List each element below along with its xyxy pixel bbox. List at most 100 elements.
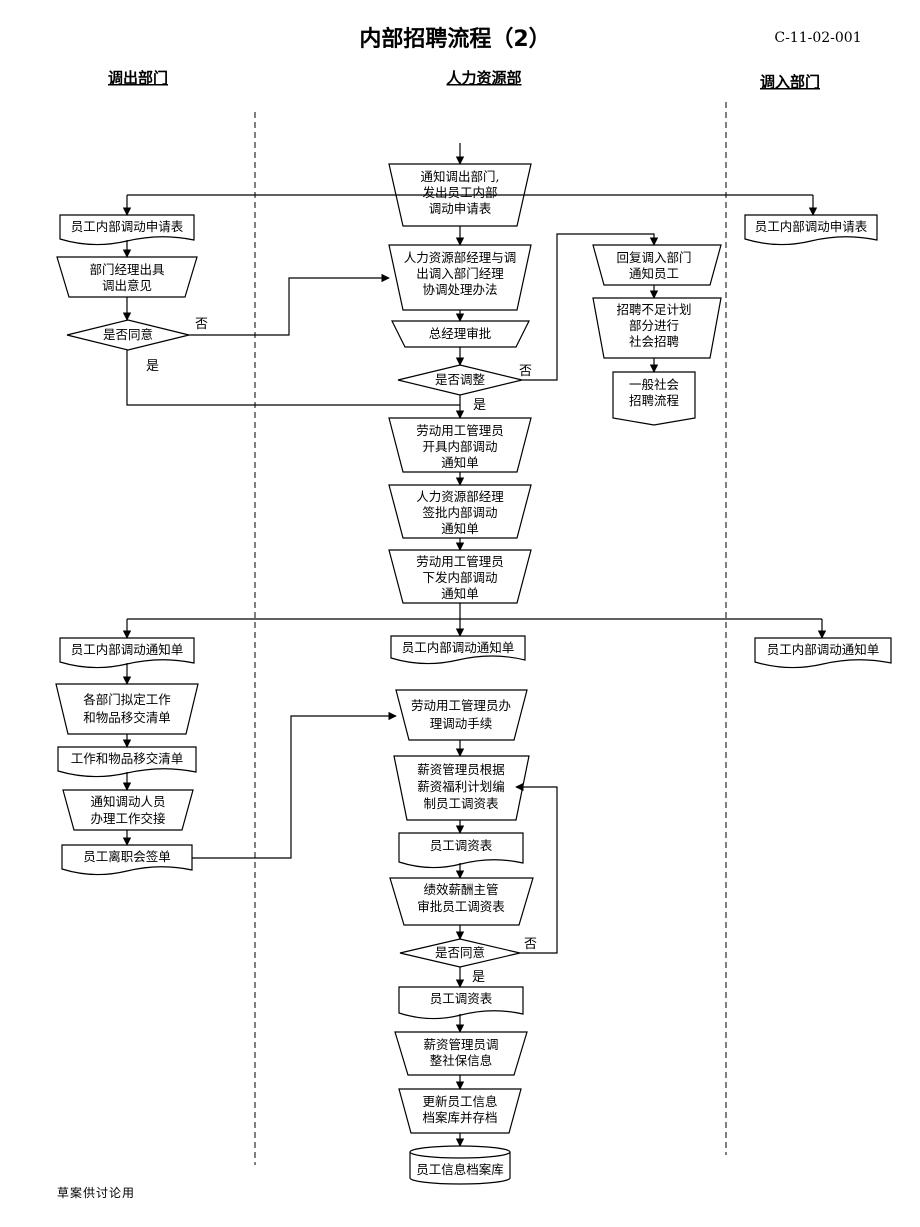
node-salary-plan: 薪资管理员根据薪资福利计划编制员工调资表 xyxy=(417,762,505,811)
label-adjust-yes: 是 xyxy=(473,398,486,413)
node-text-line: 办理工作交接 xyxy=(90,811,166,826)
node-text-line: 人力资源部经理 xyxy=(416,489,504,504)
node-decision-adjust: 是否调整 xyxy=(435,372,486,387)
node-text-line: 薪资福利计划编 xyxy=(417,779,505,794)
node-text-line: 各部门拟定工作 xyxy=(83,692,171,707)
node-text-line: 工作和物品移交清单 xyxy=(71,751,184,766)
node-text-line: 员工调资表 xyxy=(430,991,493,1006)
node-decision-agree-1: 是否同意 xyxy=(103,327,153,342)
node-notify-staff: 通知调动人员办理工作交接 xyxy=(90,794,166,826)
node-shortage: 招聘不足计划部分进行社会招聘 xyxy=(616,302,691,349)
document-code: C-11-02-001 xyxy=(774,30,861,46)
lane-header-out: 调出部门 xyxy=(108,69,168,87)
shape-offpage-social xyxy=(612,371,696,426)
node-text-line: 薪资管理员调 xyxy=(423,1037,498,1052)
shape-resign xyxy=(61,844,193,876)
node-reply: 回复调入部门通知员工 xyxy=(616,250,691,281)
connectors-group xyxy=(122,143,827,1147)
node-text-line: 通知单 xyxy=(441,586,479,601)
node-procedure: 劳动用工管理员办理调动手续 xyxy=(411,698,511,731)
node-notice-out: 员工内部调动通知单 xyxy=(71,642,184,657)
shape-database xyxy=(409,1145,511,1185)
node-text-line: 部分进行 xyxy=(629,318,679,333)
node-form-out: 员工内部调动申请表 xyxy=(71,219,184,234)
shape-handover-plan xyxy=(55,683,199,735)
node-coord: 人力资源部经理与调出调入部门经理协调处理办法 xyxy=(404,250,517,297)
node-database: 员工信息档案库 xyxy=(416,1162,504,1177)
node-notice-hr: 员工内部调动通知单 xyxy=(402,640,515,655)
node-text-line: 员工离职会签单 xyxy=(83,849,171,864)
node-text-line: 通知调出部门, xyxy=(421,169,500,184)
node-text-line: 招聘不足计划 xyxy=(616,302,691,317)
shape-salary-table-1 xyxy=(398,832,524,869)
node-text-line: 员工调资表 xyxy=(430,838,493,853)
node-text-line: 部门经理出具 xyxy=(89,262,165,277)
lane-header-in: 调入部门 xyxy=(760,73,820,91)
shape-opinion xyxy=(56,256,198,298)
node-text-line: 出调入部门经理 xyxy=(416,266,504,281)
shape-labor-distribute xyxy=(388,549,532,604)
label-adjust-no: 否 xyxy=(519,364,532,379)
node-text-line: 员工内部调动申请表 xyxy=(755,219,868,234)
shape-salary-plan xyxy=(393,755,530,821)
label-agree1-no: 否 xyxy=(195,317,208,332)
node-text-line: 和物品移交清单 xyxy=(83,710,171,725)
node-text-line: 下发内部调动 xyxy=(422,570,497,585)
node-text-line: 员工信息档案库 xyxy=(416,1162,504,1177)
shape-reply xyxy=(592,244,722,286)
shape-perf-review xyxy=(389,877,534,926)
node-decision-agree-2: 是否同意 xyxy=(435,945,485,960)
node-perf-review: 绩效薪酬主管审批员工调资表 xyxy=(417,882,505,914)
shapes-group xyxy=(55,163,892,1134)
node-text-line: 是否同意 xyxy=(435,945,485,960)
node-text-line: 薪资管理员根据 xyxy=(417,762,505,777)
node-text-line: 整社保信息 xyxy=(430,1053,493,1068)
shape-social-insurance xyxy=(394,1031,528,1076)
node-text-line: 回复调入部门 xyxy=(616,250,691,265)
shape-procedure xyxy=(395,689,528,741)
node-text-line: 制员工调资表 xyxy=(423,796,499,811)
node-text-line: 是否同意 xyxy=(103,327,153,342)
node-social-insurance: 薪资管理员调整社保信息 xyxy=(423,1037,498,1068)
node-salary-table-2: 员工调资表 xyxy=(430,991,493,1006)
shape-notify-staff xyxy=(62,789,194,831)
node-text-line: 人力资源部经理与调 xyxy=(404,250,517,265)
label-agree2-no: 否 xyxy=(524,937,537,952)
shape-hr-sign xyxy=(388,484,532,539)
node-text-line: 招聘流程 xyxy=(629,393,680,408)
node-text-line: 开具内部调动 xyxy=(422,439,497,454)
node-text-line: 劳动用工管理员 xyxy=(416,423,504,438)
footer-note: 草案供讨论用 xyxy=(57,1185,135,1200)
node-salary-table-1: 员工调资表 xyxy=(430,838,493,853)
node-text-line: 档案库并存档 xyxy=(422,1110,497,1125)
node-offpage-social: 一般社会招聘流程 xyxy=(629,377,680,408)
node-text-line: 通知调动人员 xyxy=(90,794,165,809)
shape-shortage xyxy=(592,297,722,359)
node-text-line: 协调处理办法 xyxy=(422,282,497,297)
node-text-line: 调出意见 xyxy=(102,278,152,293)
node-text-line: 理调动手续 xyxy=(430,716,493,731)
node-opinion: 部门经理出具调出意见 xyxy=(89,262,165,293)
node-text-line: 通知单 xyxy=(441,455,479,470)
node-text-line: 一般社会 xyxy=(629,377,680,392)
node-text-line: 签批内部调动 xyxy=(422,505,497,520)
label-agree1-yes: 是 xyxy=(146,359,159,374)
node-text-line: 是否调整 xyxy=(435,372,486,387)
page-title: 内部招聘流程（2） xyxy=(359,26,550,52)
node-notice-in: 员工内部调动通知单 xyxy=(767,642,880,657)
node-labor-distribute: 劳动用工管理员下发内部调动通知单 xyxy=(416,554,504,601)
node-handover-plan: 各部门拟定工作和物品移交清单 xyxy=(83,692,171,725)
node-resign: 员工离职会签单 xyxy=(83,849,171,864)
node-text-line: 员工内部调动申请表 xyxy=(71,219,184,234)
node-labor-issue: 劳动用工管理员开具内部调动通知单 xyxy=(416,423,504,470)
shape-salary-table-2 xyxy=(398,986,524,1020)
node-text-line: 劳动用工管理员办 xyxy=(411,698,511,713)
shape-form-in xyxy=(744,214,878,246)
shape-gm-approval xyxy=(391,320,530,348)
node-text-line: 员工内部调动通知单 xyxy=(402,640,515,655)
node-text-line: 劳动用工管理员 xyxy=(416,554,504,569)
shape-labor-issue xyxy=(388,417,532,473)
shape-coord xyxy=(388,244,532,311)
node-text-line: 员工内部调动通知单 xyxy=(71,642,184,657)
